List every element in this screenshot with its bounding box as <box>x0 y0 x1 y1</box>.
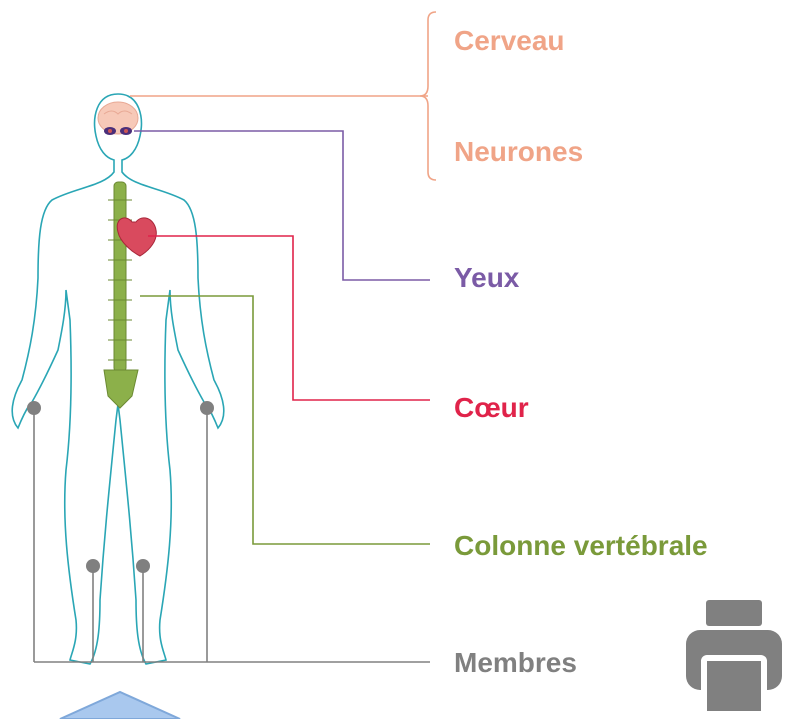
printer-icon <box>680 596 788 716</box>
label-coeur: Cœur <box>454 394 529 422</box>
label-membres: Membres <box>454 649 577 677</box>
spine-shape <box>114 182 126 372</box>
sacrum-shape <box>104 370 138 408</box>
bottom-decoration <box>60 692 180 719</box>
label-yeux: Yeux <box>454 264 519 292</box>
label-colonne-vertebrale: Colonne vertébrale <box>454 532 708 560</box>
print-button[interactable] <box>680 596 788 716</box>
brain-bracket <box>130 12 436 180</box>
eyes-leader-line <box>134 131 430 280</box>
limbs-leader-lines <box>34 408 430 662</box>
label-neurones: Neurones <box>454 138 583 166</box>
brain-shape <box>98 102 138 134</box>
spine-leader-line <box>140 296 430 544</box>
label-cerveau: Cerveau <box>454 27 565 55</box>
